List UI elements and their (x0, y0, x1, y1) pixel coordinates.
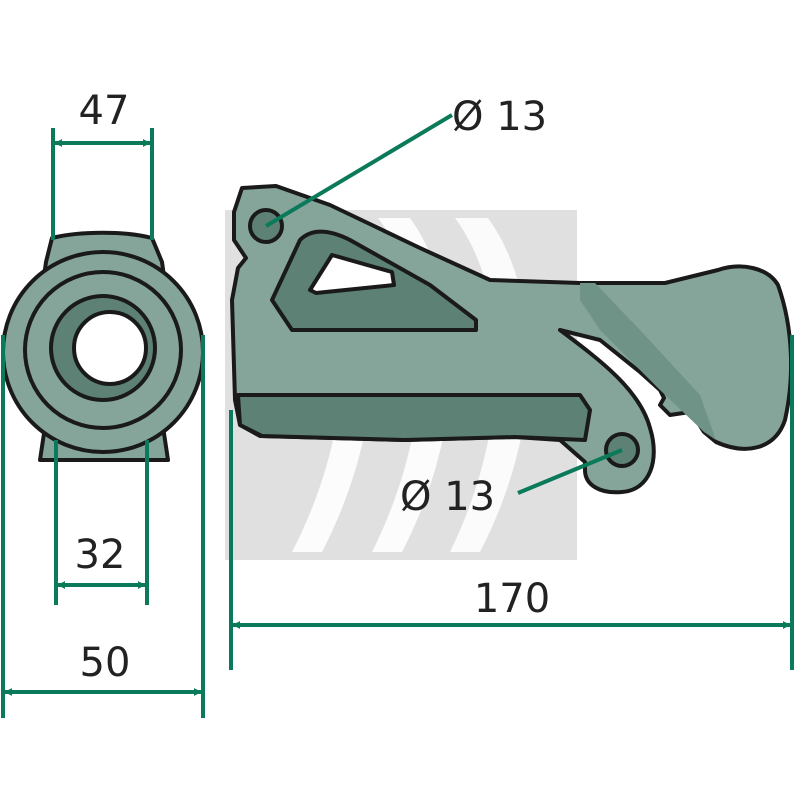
hole-diameter-upper-label: Ø 13 (452, 94, 547, 140)
part-end-view (1, 230, 205, 462)
part-side-view (230, 184, 794, 495)
dimension-bore-label: 32 (75, 532, 126, 578)
hole-diameter-lower-label: Ø 13 (400, 474, 495, 520)
dimension-lines (1, 113, 794, 718)
dimension-outer-width-label: 50 (80, 640, 131, 686)
dimension-width-top-label: 47 (79, 88, 130, 134)
dimension-length-label: 170 (474, 576, 550, 622)
